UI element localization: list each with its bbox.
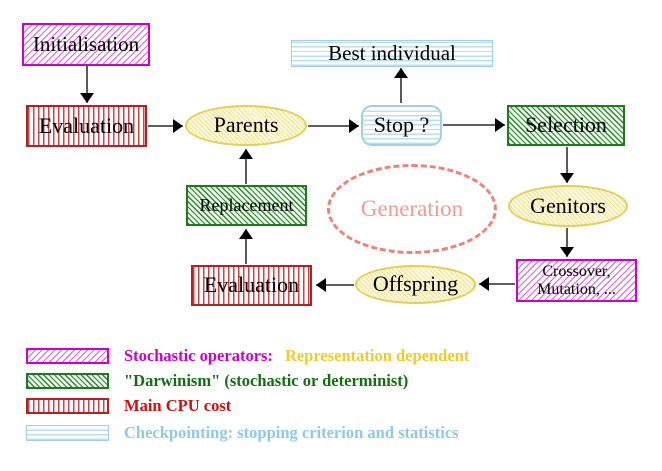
node-generation-label: Generation bbox=[360, 196, 464, 222]
node-best-individual-label: Best individual bbox=[328, 40, 456, 65]
legend-row-main-cpu-cost: Main CPU cost bbox=[26, 395, 232, 415]
legend-label-stochastic-operators: Stochastic operators: bbox=[124, 345, 273, 365]
legend-swatch-checkpointing bbox=[26, 424, 109, 441]
node-stop-label: Stop ? bbox=[373, 112, 430, 138]
legend-swatch-stochastic-operators bbox=[26, 347, 109, 364]
node-selection: Selection bbox=[507, 105, 625, 146]
node-selection-label: Selection bbox=[525, 112, 607, 138]
legend-row-stochastic-operators: Stochastic operators: Representation dep… bbox=[26, 345, 470, 365]
node-replacement-label: Replacement bbox=[199, 194, 294, 215]
legend-row-checkpointing: Checkpointing: stopping criterion and st… bbox=[26, 422, 459, 442]
legend-label-checkpointing: Checkpointing: stopping criterion and st… bbox=[124, 422, 459, 442]
node-genitors: Genitors bbox=[508, 185, 628, 227]
node-crossover-mutation: Crossover, Mutation, ... bbox=[516, 259, 637, 302]
node-genitors-label: Genitors bbox=[530, 192, 606, 218]
node-parents: Parents bbox=[185, 105, 307, 146]
node-crossover-mutation-line1: Crossover, bbox=[542, 262, 611, 280]
node-replacement: Replacement bbox=[186, 185, 307, 226]
legend-swatch-main-cpu-cost bbox=[26, 397, 109, 414]
node-offspring-label: Offspring bbox=[372, 271, 459, 297]
node-evaluation-top: Evaluation bbox=[26, 105, 147, 147]
legend-label-darwinism: "Darwinism" (stochastic or determinist) bbox=[124, 370, 409, 390]
node-offspring: Offspring bbox=[355, 265, 476, 304]
legend-label-representation-dependent: Representation dependent bbox=[284, 345, 470, 365]
node-evaluation-top-label: Evaluation bbox=[38, 112, 135, 138]
node-crossover-mutation-line2: Mutation, ... bbox=[537, 280, 616, 298]
node-best-individual: Best individual bbox=[291, 40, 493, 67]
node-evaluation-bottom-label: Evaluation bbox=[203, 272, 300, 298]
node-initialisation: Initialisation bbox=[22, 23, 150, 66]
node-initialisation-label: Initialisation bbox=[32, 31, 140, 56]
node-generation: Generation bbox=[327, 164, 497, 254]
legend-row-darwinism: "Darwinism" (stochastic or determinist) bbox=[26, 370, 409, 390]
legend-label-main-cpu-cost: Main CPU cost bbox=[124, 395, 232, 415]
node-parents-label: Parents bbox=[213, 112, 279, 138]
legend-swatch-darwinism bbox=[26, 372, 109, 389]
node-stop: Stop ? bbox=[361, 105, 442, 146]
node-evaluation-bottom: Evaluation bbox=[191, 265, 312, 306]
